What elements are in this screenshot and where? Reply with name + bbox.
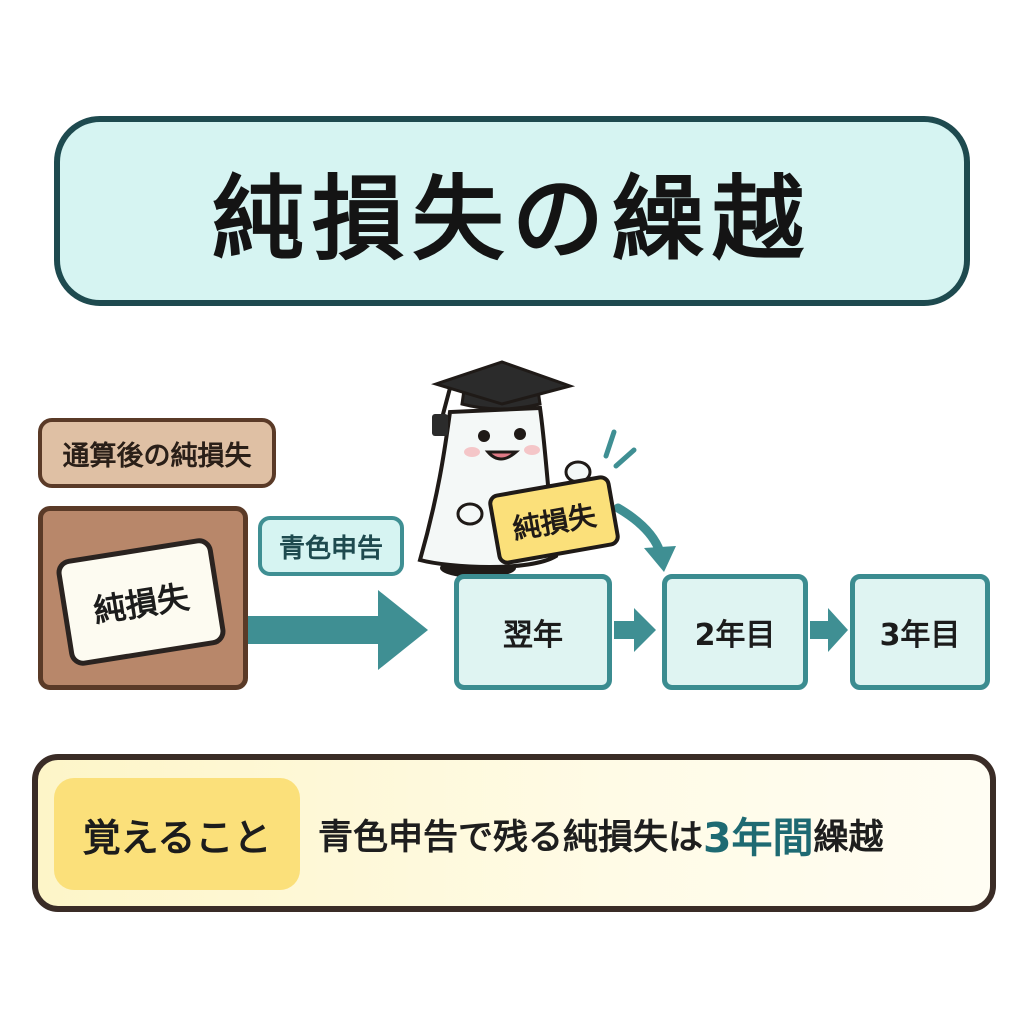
curved-arrow: [613, 503, 676, 572]
year-arrow-2: [810, 608, 848, 652]
note-highlight: 3年間: [703, 814, 814, 862]
title-banner: 純損失の繰越: [54, 116, 970, 306]
main-flow-arrow: [248, 590, 428, 670]
note-badge: 覚えること: [54, 778, 300, 890]
year-box-second: 2年目: [662, 574, 808, 690]
year-box-third: 3年目: [850, 574, 990, 690]
graduation-cap-icon: [431, 360, 576, 436]
year-arrow-1: [614, 608, 656, 652]
year-box-next: 翌年: [454, 574, 612, 690]
page-title: 純損失の繰越: [211, 165, 812, 273]
note-text-after: 繰越: [813, 817, 884, 858]
source-label: 通算後の純損失: [38, 418, 276, 488]
blue-return-tag: 青色申告: [258, 516, 404, 576]
note-text-before: 青色申告で残る純損失は: [318, 817, 704, 858]
mascot-sign: 純損失: [488, 475, 620, 565]
motion-lines-icon: [603, 429, 637, 469]
